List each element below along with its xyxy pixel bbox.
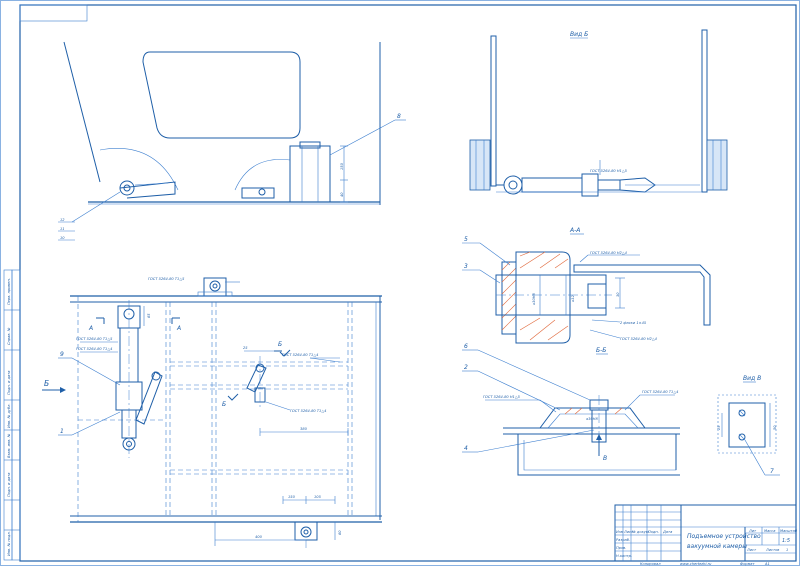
dim-bb-diameter: ⌀30H8 [586,417,598,421]
dim-380: 380 [300,427,308,431]
side-strip-item-2: Справ. № [7,327,11,345]
position-12-label: 12 [60,218,65,222]
title-row-nkontr: Н.контр. [616,554,632,558]
title-sheets-value: 1 [786,548,788,552]
side-strip-item-3: Подп. и дата [7,371,11,395]
footer-site: www.chertezhi.ru [680,562,712,566]
dim-40: 40 [340,192,344,197]
arrow-b-lower: Б [222,401,226,408]
weld-note-bb-left: ГОСТ 5264-80 Н1△5 [483,395,521,399]
dim-60: 60 [338,530,342,535]
weld-note-aa-top: ГОСТ 5264-80 Н2△4 [590,251,628,255]
dim-shaft-diameter: ⌀30H8 [532,293,536,305]
arrow-b-upper: Б [278,341,282,348]
position-1-label: 1 [60,428,64,435]
view-v: Вид В 25 50 7 [717,375,780,476]
title-row-prov: Пров. [616,546,626,550]
inner-frame [19,4,797,562]
position-8-label: 8 [397,113,401,120]
dim-hole-diameter: ⌀32 [571,295,575,302]
side-strip-item-5: Взам. инв. № [7,433,11,458]
title-scale-value: 1:5 [782,538,790,544]
dim-25: 25 [243,346,248,350]
side-strip-item-7: Инв. № подл. [7,531,11,556]
position-4-label: 4 [464,445,468,452]
section-bb: Б-Б ⌀30H8 В ГОСТ 5264-80 Н1△5 ГОСТ 5264-… [462,343,680,476]
position-7-label: 7 [770,468,774,475]
top-left-stamp [19,4,88,22]
title-mass-header: Масса [764,529,775,533]
dim-150-vertical: 150 [340,162,344,170]
weld-note-cylinder-lower: ГОСТ 5264-80 Т1△4 [76,347,113,351]
arrow-a-right: А [176,325,181,332]
weld-note-aa-bottom: ГОСТ 5264-80 Н2△4 [620,337,658,341]
side-strip-item-6: Подп. и дата [7,473,11,497]
dim-105: 105 [314,495,322,499]
side-strip-item-4: Инв. № дубл. [7,403,11,428]
arrow-b-side: Б [44,379,49,388]
weld-note-cylinder-upper: ГОСТ 5264-80 Т1△5 [76,337,113,341]
title-lit-header: Лит [748,529,757,533]
view-b-title: Вид Б [570,31,588,38]
dim-30: 30 [616,292,620,297]
dim-65: 65 [147,313,151,318]
position-9-label: 9 [60,351,64,358]
title-line-1: Подъемное устройство [687,533,761,540]
view-b: Вид Б ГОСТ 5264-80 Н1△5 [469,29,728,197]
position-3-label: 3 [464,263,468,270]
dim-25-view-v: 25 [717,425,721,430]
dim-400: 400 [255,535,263,539]
title-sheets-label: Листов [765,548,779,552]
weld-note-view-b: ГОСТ 5264-80 Н1△5 [590,169,628,173]
footer-copied: Копировал [640,562,661,566]
chamber-side-view: 150 40 8 12 11 10 [58,41,406,241]
title-block: Изм Лист № докум. Подп. Дата Разраб. Про… [614,504,798,566]
title-line-2: вакуумной камеры [687,543,747,550]
title-scale-header: Масштаб [780,529,798,533]
footer-format-value: А1 [764,562,770,566]
frame-plan-view: ГОСТ 5264-80 Т1△5 25 А А Б [42,277,382,548]
title-sheet-label: Лист [746,548,757,552]
title-col-doc: № докум. [631,530,650,534]
side-strip-item-1: Перв. примен. [7,278,11,305]
chamfer-note: 2 фаски 1×45 [620,321,647,325]
footer-format-label: Формат [740,562,755,566]
position-10-label: 10 [60,236,65,240]
weld-note-crossbar: ГОСТ 5264-80 Т1△4 [282,353,319,357]
position-11-label: 11 [60,227,65,231]
arrow-v-label: В [603,455,607,462]
weld-note-bb-right: ГОСТ 5264-80 Т1△4 [642,390,679,394]
title-col-sign: Подп. [648,530,659,534]
title-row-razrab: Разраб. [616,538,630,542]
section-aa: А-А ⌀30H8 ⌀ [462,227,711,344]
arrow-a-left: А [88,325,93,332]
weld-note-top-lug: ГОСТ 5264-80 Т1△5 [148,277,185,281]
weld-note-lever: ГОСТ 5264-80 Т1△4 [290,409,327,413]
dim-50: 50 [773,425,777,430]
side-strip: Перв. примен. Справ. № Подп. и дата Инв.… [3,269,21,561]
view-v-title: Вид В [743,375,761,382]
dim-150: 150 [288,495,296,499]
section-aa-title: А-А [569,227,580,234]
title-col-date: Дата [662,530,672,534]
title-col-izm: Изм [616,530,624,534]
position-2-label: 2 [464,364,468,371]
section-bb-title: Б-Б [596,347,606,354]
title-col-list: Лист [623,530,634,534]
position-6-label: 6 [464,343,468,350]
position-5-label: 5 [464,236,468,243]
